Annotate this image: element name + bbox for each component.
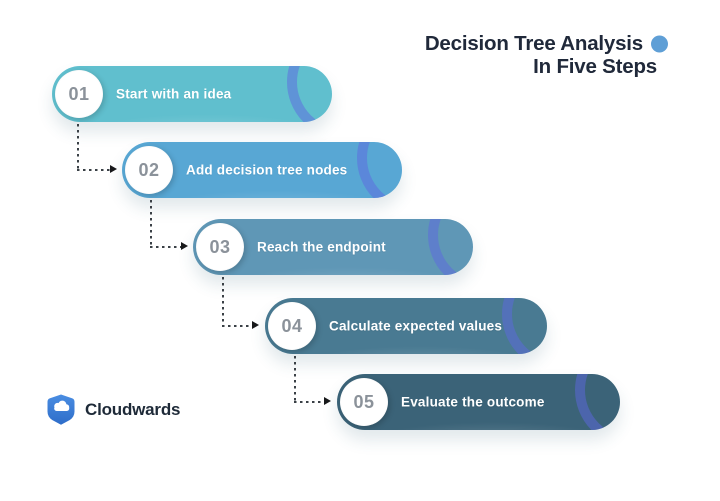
swoosh-arc-decoration xyxy=(357,142,390,198)
connector-1-horizontal xyxy=(77,169,110,171)
step-pill-3: 03 Reach the endpoint xyxy=(193,219,473,275)
cloudwards-shield-icon xyxy=(47,394,75,425)
step-pill-4: 04 Calculate expected values xyxy=(265,298,547,354)
swoosh-arc-decoration xyxy=(502,298,535,354)
page-title: Decision Tree Analysis In Five Steps xyxy=(425,32,668,78)
connector-3-vertical xyxy=(222,277,224,325)
title-line-1-text: Decision Tree Analysis xyxy=(424,32,643,55)
connector-3-horizontal xyxy=(222,325,252,327)
cloud-icon xyxy=(54,400,70,411)
swoosh-arc-decoration xyxy=(428,219,461,275)
step-number-2: 02 xyxy=(138,159,160,180)
step-number-circle-1: 01 xyxy=(55,70,103,118)
connector-1-vertical xyxy=(77,124,79,169)
step-number-circle-5: 05 xyxy=(340,378,388,426)
step-number-circle-2: 02 xyxy=(125,146,173,194)
connector-4-arrow-icon xyxy=(324,397,331,405)
step-number-1: 01 xyxy=(68,83,90,104)
title-line-1: Decision Tree Analysis xyxy=(425,32,668,55)
brand-name: Cloudwards xyxy=(85,399,181,419)
step-number-5: 05 xyxy=(353,391,375,412)
step-number-3: 03 xyxy=(209,236,231,257)
step-label-4: Calculate expected values xyxy=(329,318,503,334)
brand-logo: Cloudwards xyxy=(46,393,180,426)
step-pill-2: 02 Add decision tree nodes xyxy=(122,142,402,198)
step-pill-1: 01 Start with an idea xyxy=(52,66,332,122)
step-pill-5: 05 Evaluate the outcome xyxy=(337,374,620,430)
connector-1-arrow-icon xyxy=(110,165,117,173)
step-number-4: 04 xyxy=(281,315,303,336)
connector-2-vertical xyxy=(150,200,152,246)
title-dot-icon xyxy=(651,35,668,53)
connector-3-arrow-icon xyxy=(252,321,259,329)
connector-4-horizontal xyxy=(294,401,324,403)
step-label-3: Reach the endpoint xyxy=(257,239,386,255)
step-number-circle-4: 04 xyxy=(268,302,316,350)
connector-4-vertical xyxy=(294,356,296,401)
connector-2-arrow-icon xyxy=(181,242,188,250)
connector-2-horizontal xyxy=(150,246,181,248)
step-number-circle-3: 03 xyxy=(196,223,244,271)
title-line-2: In Five Steps xyxy=(533,55,657,78)
step-label-5: Evaluate the outcome xyxy=(401,394,545,410)
step-label-2: Add decision tree nodes xyxy=(186,162,348,178)
step-label-1: Start with an idea xyxy=(116,86,232,102)
swoosh-arc-decoration xyxy=(575,374,608,430)
swoosh-arc-decoration xyxy=(287,66,320,122)
